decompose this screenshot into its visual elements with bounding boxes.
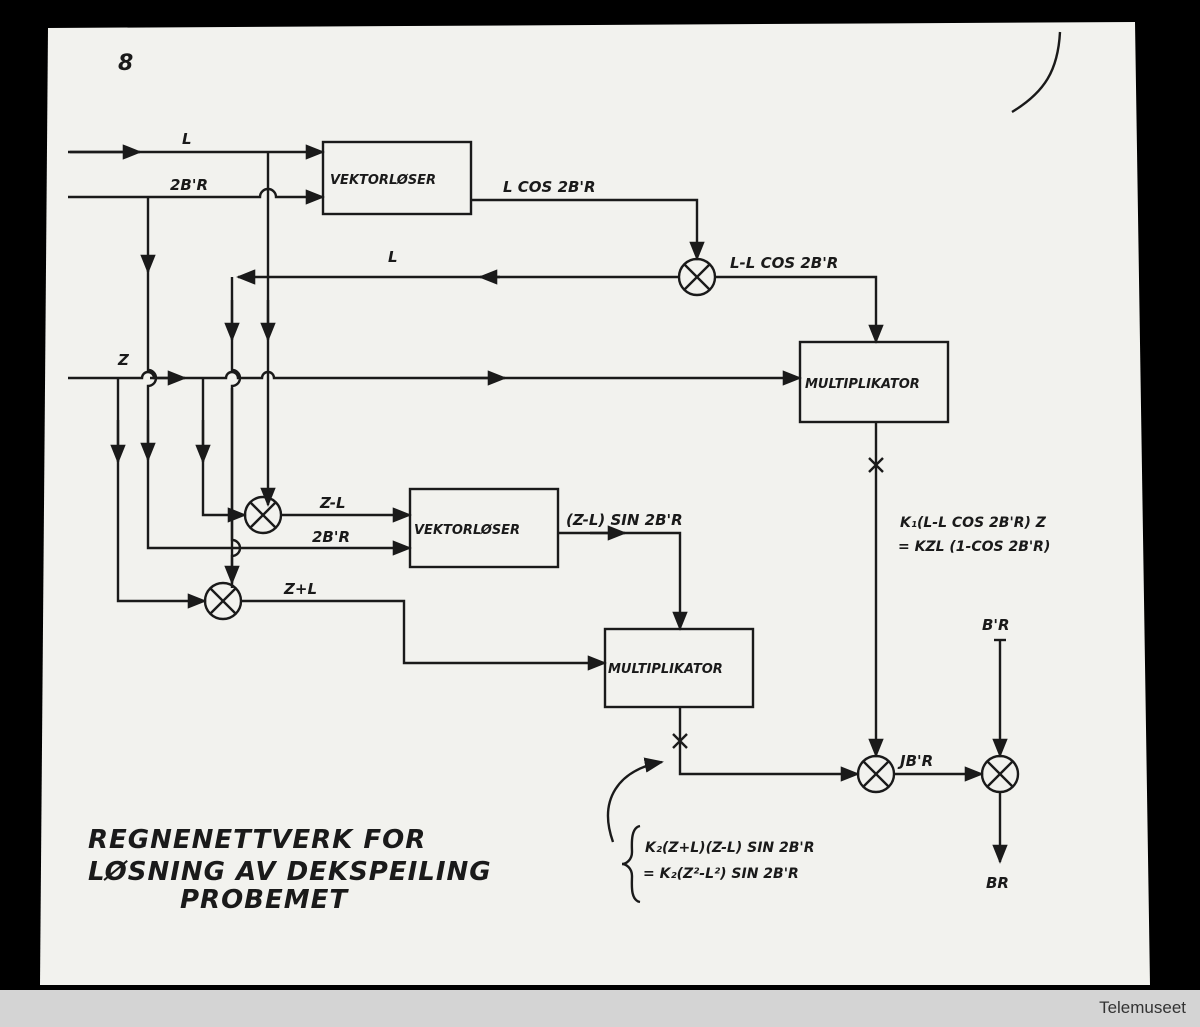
slide-number: 8 (118, 51, 133, 76)
label-input-l: L (182, 130, 192, 148)
label-input-z: Z (117, 351, 130, 369)
label-input-2br: 2B'R (170, 176, 208, 194)
label-br-output: BR (986, 874, 1009, 892)
label-l-feedback: L (388, 248, 398, 266)
svg-text:MULTIPLIKATOR: MULTIPLIKATOR (608, 662, 723, 677)
vektorloser-box-top: VEKTORLØSER (321, 140, 473, 216)
formula-k1-line1: K₁(L-L COS 2B'R) Z (900, 515, 1047, 531)
vektorloser-box-middle: VEKTORLØSER (408, 487, 560, 569)
mixer-icon (980, 754, 1020, 794)
label-jbr: JB'R (897, 752, 933, 770)
mixer-icon (856, 754, 896, 794)
title-line-1: REGNENETTVERK FOR (88, 825, 426, 855)
footer-bar (0, 990, 1200, 1027)
label-z-minus-l-sin: (Z-L) SIN 2B'R (566, 511, 683, 529)
signal-wires (68, 144, 1008, 904)
multiplikator-box-bottom: MULTIPLIKATOR (603, 627, 755, 709)
museum-credit: Telemuseet (1099, 998, 1186, 1017)
mixer-icon (203, 581, 243, 621)
label-z-minus-l: Z-L (319, 494, 346, 512)
svg-text:VEKTORLØSER: VEKTORLØSER (414, 523, 520, 538)
formula-k1-line2: = KZL (1-COS 2B'R) (898, 539, 1050, 555)
title-line-2: LØSNING AV DEKSPEILING (88, 857, 492, 887)
corner-mark (1011, 31, 1062, 114)
formula-k2-line1: K₂(Z+L)(Z-L) SIN 2B'R (645, 840, 814, 856)
formula-k2-line2: = K₂(Z²-L²) SIN 2B'R (643, 866, 799, 882)
title-line-3: PROBEMET (180, 885, 349, 915)
label-l-cos: L COS 2B'R (503, 178, 596, 196)
label-z-plus-l: Z+L (283, 580, 317, 598)
svg-text:MULTIPLIKATOR: MULTIPLIKATOR (805, 377, 920, 392)
block-diagram: 8 VEKTORLØSER MULTIPLIKATOR VEKTORLØSER … (40, 22, 1150, 985)
label-br-input: B'R (982, 616, 1010, 634)
multiplikator-box-right: MULTIPLIKATOR (798, 340, 950, 424)
label-l-minus-lcos: L-L COS 2B'R (730, 254, 838, 272)
mixer-icon (243, 495, 283, 535)
mixer-icon (677, 257, 717, 297)
svg-text:VEKTORLØSER: VEKTORLØSER (330, 173, 436, 188)
label-2br-lower: 2B'R (312, 528, 350, 546)
